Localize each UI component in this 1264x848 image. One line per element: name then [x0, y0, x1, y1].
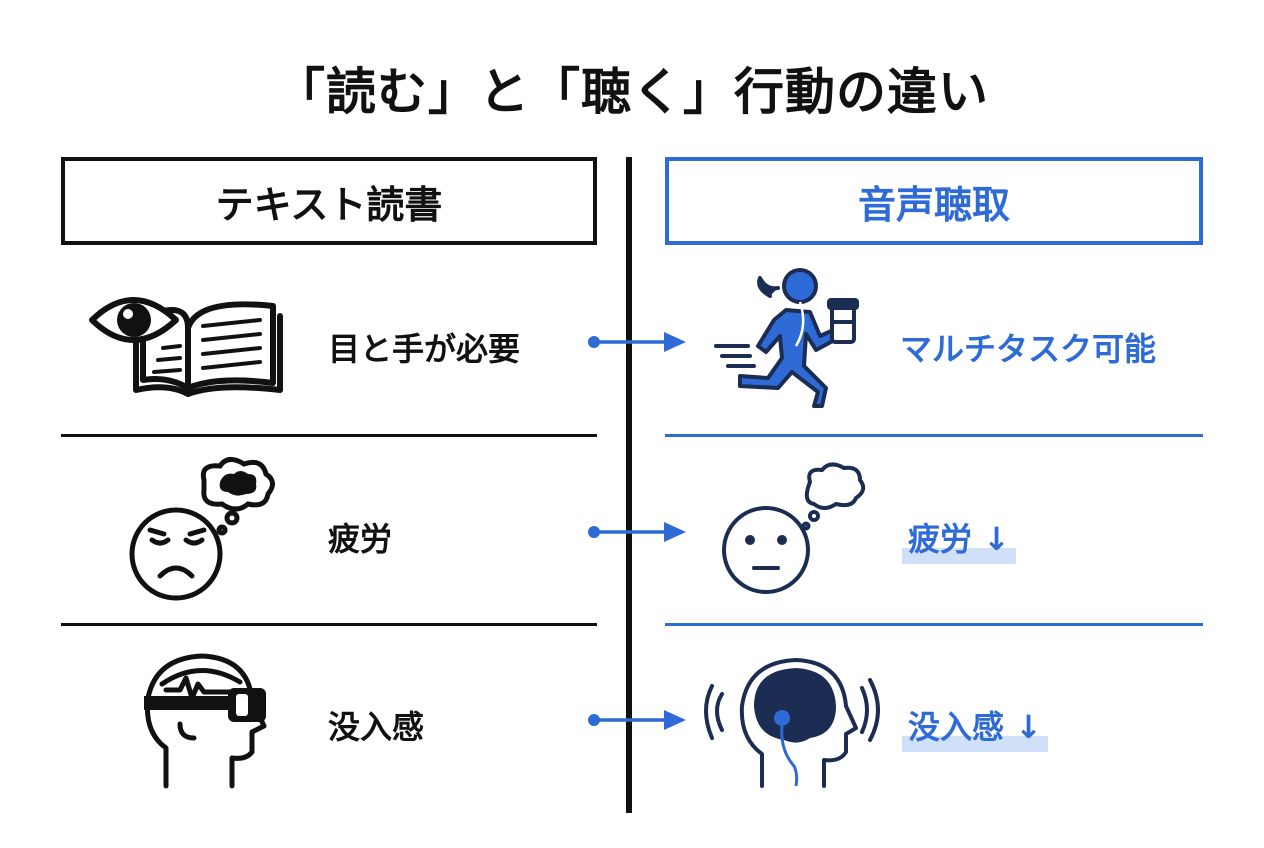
left-column-header: テキスト読書 — [61, 157, 597, 245]
left-row-1-label: 目と手が必要 — [328, 330, 521, 368]
arrow-icon — [588, 522, 686, 542]
right-row-divider — [665, 434, 1203, 437]
eye-book-icon — [89, 297, 283, 397]
fatigue-down-text: 疲労 ↓ — [902, 514, 1016, 564]
right-header-label: 音声聴取 — [857, 182, 1010, 227]
vr-headset-head-icon — [144, 653, 267, 789]
arrow-icon — [588, 332, 686, 352]
left-row-3-label: 没入感 — [328, 708, 425, 746]
left-row-divider — [61, 623, 597, 626]
left-row-divider — [61, 434, 597, 437]
right-row-1-label: マルチタスク可能 — [900, 330, 1157, 368]
right-row-divider — [665, 623, 1203, 626]
tired-face-thought-icon — [129, 457, 275, 601]
immersion-down-text: 没入感 ↓ — [902, 702, 1048, 752]
left-row-2-label: 疲労 — [328, 520, 393, 558]
left-header-label: テキスト読書 — [215, 182, 443, 227]
runner-headphones-coffee-icon — [714, 268, 859, 408]
right-row-2-label: 疲労 ↓ — [902, 514, 1016, 564]
arrow-icon — [588, 710, 686, 730]
neutral-face-thought-icon — [722, 462, 866, 594]
right-column-header: 音声聴取 — [665, 157, 1203, 245]
listening-head-icon — [704, 658, 880, 788]
page-title: 「読む」と「聴く」行動の違い — [275, 63, 989, 121]
right-row-3-label: 没入感 ↓ — [902, 702, 1048, 752]
center-divider — [626, 157, 632, 813]
